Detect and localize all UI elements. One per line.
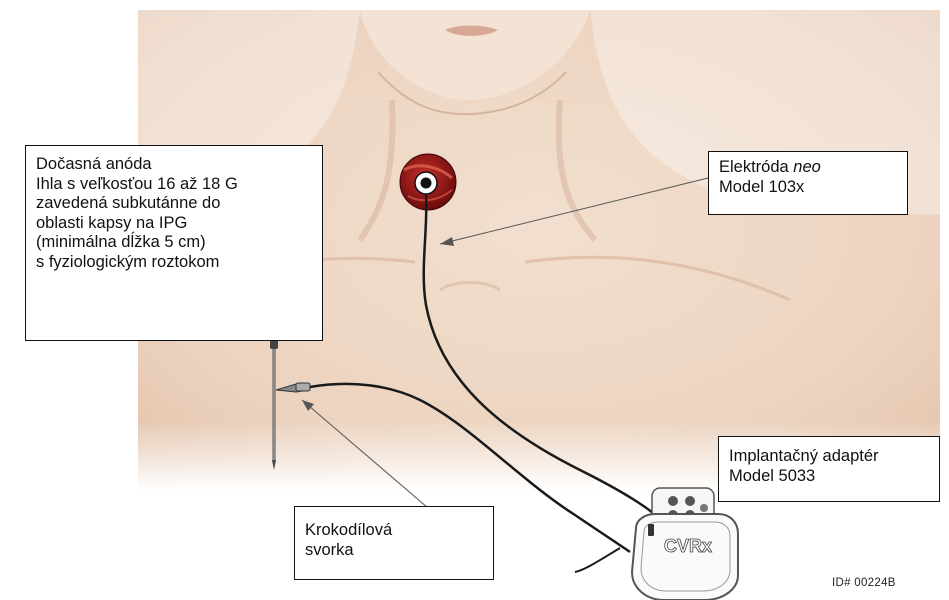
- temp-anode-line-5: (minimálna dĺžka 5 cm): [36, 233, 312, 253]
- clip-line-1: Krokodílová: [305, 521, 483, 541]
- electrode-label: Elektróda neo Model 103x: [708, 151, 908, 215]
- electrode-model: Model 103x: [719, 178, 897, 198]
- clip-cable-tail: [575, 548, 620, 572]
- electrode-name: Elektróda neo: [719, 158, 897, 178]
- clip-line-2: svorka: [305, 541, 483, 561]
- temp-anode-line-4: oblasti kapsy na IPG: [36, 214, 312, 234]
- image-id-tag: ID# 00224B: [832, 577, 896, 589]
- carotid-inset: [400, 154, 456, 210]
- clip-label: Krokodílová svorka: [294, 506, 494, 580]
- device-logo: CVRx: [664, 536, 712, 556]
- temp-anode-line-6: s fyziologickým roztokom: [36, 253, 312, 273]
- adapter-label: Implantačný adaptér Model 5033: [718, 436, 940, 502]
- electrode-name-italic: neo: [793, 158, 821, 176]
- adapter-line-2: Model 5033: [729, 467, 929, 487]
- temp-anode-line-3: zavedená subkutánne do: [36, 194, 312, 214]
- ipg-device: CVRx: [632, 514, 738, 600]
- adapter-line-1: Implantačný adaptér: [729, 447, 929, 467]
- temp-anode-label: Dočasná anóda Ihla s veľkosťou 16 až 18 …: [25, 145, 323, 341]
- temp-anode-line-1: Dočasná anóda: [36, 155, 312, 175]
- temp-anode-line-2: Ihla s veľkosťou 16 až 18 G: [36, 175, 312, 195]
